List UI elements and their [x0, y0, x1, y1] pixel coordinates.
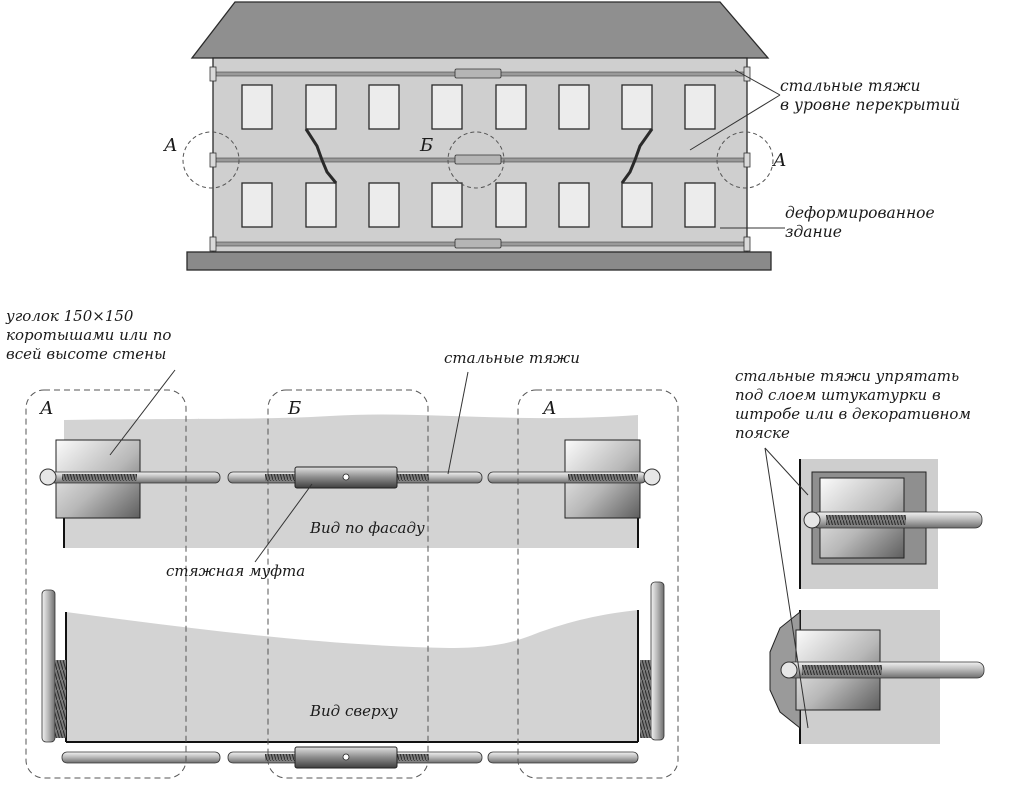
label-steel-ties-floor-1: стальные тяжи	[780, 77, 920, 95]
detail-frame-b	[267, 389, 429, 779]
detail-circle-a-right	[716, 131, 774, 189]
label-hide-3: штробе или в декоративном	[735, 405, 971, 423]
wall-crack-left	[304, 128, 338, 184]
windows-lower-row	[241, 182, 716, 228]
label-deformed-1: деформированное	[785, 204, 935, 222]
hidden-tie-details: стальные тяжи упрятать под слоем штукату…	[735, 367, 985, 744]
tie-detail-views: уголок 150×150 коротышами или по всей вы…	[5, 307, 679, 779]
label-hide-4: пояске	[735, 424, 790, 442]
label-detail-a-left: А	[38, 398, 54, 419]
label-steel-ties: стальные тяжи	[444, 349, 580, 367]
top-angle-left	[41, 589, 56, 743]
leader-angle	[109, 369, 176, 456]
label-section-b: Б	[419, 135, 433, 156]
top-thread-left	[55, 660, 66, 738]
label-facade-view: Вид по фасаду	[309, 519, 425, 537]
leader-ties-top	[734, 69, 781, 96]
wall-crack-right	[620, 128, 654, 184]
building-roof	[190, 1, 770, 59]
detail-circle-b	[447, 131, 505, 189]
leader-hide-belt	[764, 447, 809, 729]
top-view-wall	[66, 610, 638, 742]
building-elevation: стальные тяжи в уровне перекрытий деформ…	[162, 1, 960, 271]
label-top-view: Вид сверху	[309, 702, 398, 720]
leader-coupling	[254, 483, 313, 563]
label-angle-3: всей высоте стены	[6, 345, 166, 363]
label-angle-2: коротышами или по	[6, 326, 171, 344]
detail-frame-a-right	[517, 389, 679, 779]
top-angle-right	[650, 581, 665, 741]
top-view-tie-rod	[61, 746, 639, 769]
leader-steel-ties	[447, 371, 469, 475]
building-foundation	[186, 251, 772, 271]
windows-upper-row	[241, 84, 716, 130]
label-deformed-2: здание	[785, 223, 842, 241]
label-hide-2: под слоем штукатурки в	[735, 386, 941, 404]
facade-tie-rod	[39, 466, 661, 489]
label-section-a-left: А	[162, 135, 178, 156]
label-hide-1: стальные тяжи упрятать	[735, 367, 959, 385]
detail-frame-a-left	[25, 389, 187, 779]
label-detail-b: Б	[287, 398, 301, 419]
detail-circle-a-left	[182, 131, 240, 189]
label-angle-1: уголок 150×150	[5, 307, 134, 325]
label-section-a-right: А	[771, 150, 787, 171]
label-detail-a-right: А	[541, 398, 557, 419]
label-steel-ties-floor-2: в уровне перекрытий	[780, 96, 960, 114]
leader-hide-groove	[764, 447, 809, 496]
leader-ties-mid	[689, 94, 781, 151]
label-coupling: стяжная муфта	[166, 562, 305, 580]
floor-tie-rods	[209, 66, 751, 252]
top-thread-right	[640, 660, 651, 738]
